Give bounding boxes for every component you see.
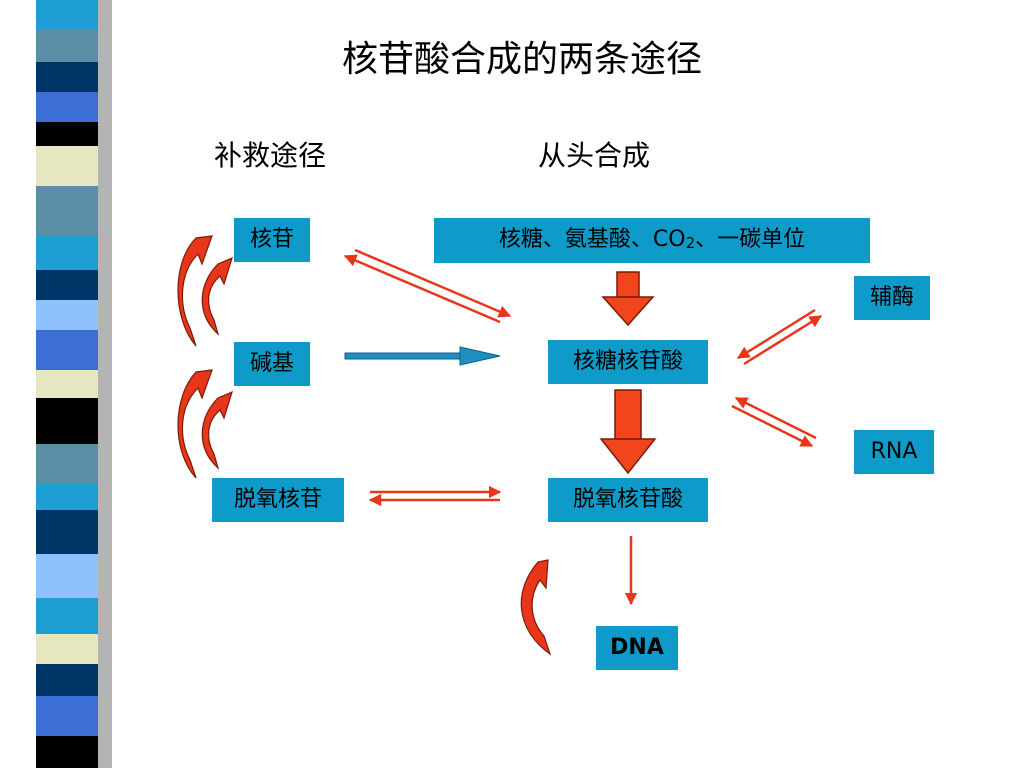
precursors-text-main: 核糖、氨基酸、CO	[498, 227, 686, 252]
ribonucleotide-box: 核糖核苷酸	[548, 340, 708, 384]
base-ribonucleotide-arrow	[344, 346, 501, 366]
dna-curved-arrow	[520, 559, 552, 656]
rna-box: RNA	[854, 430, 934, 474]
precursors-text-tail: 、一碳单位	[695, 227, 806, 252]
ribonucleotide-coenzyme-arrow	[736, 308, 823, 366]
nucleoside-ribonucleotide-arrow	[343, 248, 512, 324]
deoxynucleoside-box: 脱氧核苷	[212, 478, 344, 522]
coenzyme-box: 辅酶	[854, 276, 930, 320]
precursors-subscript: 2	[685, 234, 696, 252]
salvage-curved-arrow-upper	[177, 235, 233, 347]
salvage-curved-arrow-lower	[177, 369, 233, 479]
ribonucleotide-to-deoxyribonucleotide-arrow	[599, 389, 657, 475]
dna-box: DNA	[596, 626, 678, 670]
ribonucleotide-rna-arrow	[731, 396, 817, 448]
precursors-to-ribonucleotide-arrow	[601, 271, 655, 327]
salvage-pathway-label: 补救途径	[214, 139, 327, 172]
deoxynucleoside-deoxyribonucleotide-arrow	[368, 485, 502, 507]
decorative-stripe-bar	[36, 0, 112, 768]
de-novo-pathway-label: 从头合成	[538, 139, 651, 172]
precursors-box: 核糖、氨基酸、CO2、一碳单位	[434, 218, 870, 263]
deoxyribonucleotide-box: 脱氧核苷酸	[548, 478, 708, 522]
page-title: 核苷酸合成的两条途径	[341, 39, 702, 80]
nucleoside-box: 核苷	[234, 218, 310, 262]
base-box: 碱基	[234, 342, 310, 386]
